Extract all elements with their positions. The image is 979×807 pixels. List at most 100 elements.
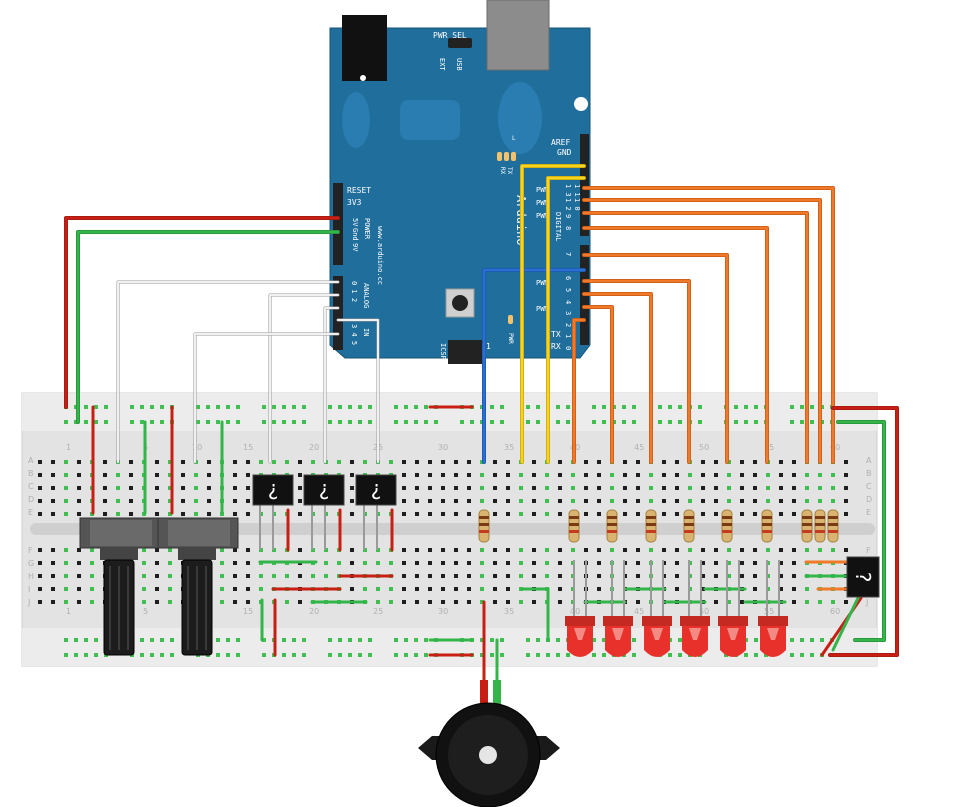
row-label-a-right: A: [866, 456, 872, 465]
digital-label: DIGITAL: [554, 212, 562, 242]
analog-in-label: IN: [362, 328, 370, 336]
analog-label: ANALOG: [362, 283, 370, 308]
row-label-f: F: [28, 546, 33, 555]
potentiometer-1[interactable]: [79, 517, 161, 656]
sensor-4: ?: [846, 556, 880, 598]
arduino-board: PWR SEL EXT USB Arduino www.arduino.cc R…: [329, 0, 591, 364]
power-jack: [342, 15, 387, 81]
pin-7-label: 7: [564, 252, 572, 256]
wire-orange-6: [582, 279, 691, 464]
col-label-55: 55: [764, 443, 774, 452]
row-label-e-right: E: [866, 508, 871, 517]
wire-analog-3: [194, 333, 339, 463]
wires: [64, 164, 899, 657]
pin-9-label: 9: [564, 214, 572, 218]
wire-yellow-1: [520, 164, 586, 464]
row-label-d-right: D: [866, 495, 872, 504]
rx-led: [504, 152, 509, 161]
l-led: [511, 152, 516, 161]
sensor-mark: ?: [851, 572, 875, 583]
gnd-label-power: Gnd: [351, 228, 359, 241]
mounting-hole-small: [360, 75, 366, 81]
led-red: [718, 616, 748, 657]
tx-pin-label: TX: [551, 330, 561, 339]
pin-11-label: 1 1: [573, 184, 581, 197]
row-label-b: B: [28, 469, 34, 478]
wire-right-red: [828, 406, 899, 657]
col-label-5-bottom: 5: [143, 607, 148, 616]
pwm-label-1: PWM: [536, 186, 549, 194]
board-silkscreen: [342, 92, 370, 148]
row-label-i: I: [28, 585, 30, 594]
pin-6-label: 6: [564, 276, 572, 280]
led-red: [680, 616, 710, 657]
analog-pins-label-2: 3 4 5: [350, 324, 358, 345]
row-label-c-right: C: [866, 482, 872, 491]
tx-label: TX: [506, 167, 513, 175]
pwm-label-4: PWM: [536, 279, 549, 287]
pin-10-label: 1 0: [573, 198, 581, 211]
wire-orange-11: [582, 211, 809, 464]
row-label-j: J: [27, 598, 30, 607]
wire-orange-12: [582, 198, 822, 464]
col-label-25-bottom: 25: [373, 607, 383, 616]
icsp-label: ICSP: [439, 343, 447, 360]
pwr-label: PWR: [507, 333, 514, 344]
aref-label: AREF: [551, 138, 570, 147]
col-label-45: 45: [634, 443, 644, 452]
wire-sensor-green: [831, 596, 860, 652]
mounting-hole: [574, 97, 588, 111]
pwr-led: [508, 315, 513, 324]
wire-analog-0: [117, 281, 339, 463]
pin-2-label: 2: [564, 323, 572, 327]
wire-orange-7: [582, 253, 729, 464]
sensor-mark: ?: [371, 479, 382, 503]
resistors: [478, 509, 839, 543]
wire-analog-1: [269, 294, 339, 463]
rx-pin-label: RX: [551, 342, 561, 351]
row-label-e: E: [28, 508, 33, 517]
pwr-sel-label: PWR SEL: [433, 31, 467, 40]
potentiometer-2[interactable]: [157, 517, 239, 656]
sensor-mark: ?: [319, 479, 330, 503]
leds: [565, 616, 788, 657]
digital-header-high: [580, 134, 589, 236]
potentiometers: [79, 517, 239, 656]
power-label: POWER: [363, 218, 371, 240]
pwm-label-5: PWM: [536, 305, 549, 313]
wire-orange-13: [582, 186, 835, 464]
sensors: ? ? ? ?: [252, 474, 880, 598]
wire-analog-4: [337, 319, 379, 463]
row-label-b-right: B: [866, 469, 872, 478]
pin-4-label: 4: [564, 300, 572, 304]
pin-5-label: 5: [564, 288, 572, 292]
led-red: [603, 616, 633, 657]
led-red: [642, 616, 672, 657]
piezo-buzzer: [418, 680, 560, 807]
col-label-30-bottom: 30: [438, 607, 448, 616]
col-label-45-bottom: 45: [634, 607, 644, 616]
wire-orange-2: [572, 318, 586, 464]
wire-yellow-2: [546, 176, 586, 464]
breadboard: 1 5 10 15 20 25 30 35 40 45 50 55 60 1 5…: [21, 392, 878, 667]
wire-5v-red: [64, 216, 340, 409]
col-label-55-bottom: 55: [764, 607, 774, 616]
row-label-j-right: J: [865, 598, 868, 607]
usb-label: USB: [455, 58, 463, 71]
center-channel: [30, 523, 875, 535]
wire-blue: [482, 268, 586, 464]
row-label-c: C: [28, 482, 34, 491]
col-label-15: 15: [243, 443, 253, 452]
pin-0-label: 0: [564, 346, 572, 350]
sensor-2: ?: [303, 474, 345, 506]
row-label-d: D: [28, 495, 34, 504]
pwm-label-3: PWM: [536, 212, 549, 220]
pin-3-label: 3: [564, 311, 572, 315]
power-header: [333, 183, 343, 265]
wire-right-green: [836, 420, 886, 642]
tx-led: [497, 152, 502, 161]
col-label-1-bottom: 1: [66, 607, 71, 616]
pin-1-label: 1: [564, 334, 572, 338]
wire-orange-3: [582, 305, 614, 464]
icsp-header: [448, 340, 482, 364]
